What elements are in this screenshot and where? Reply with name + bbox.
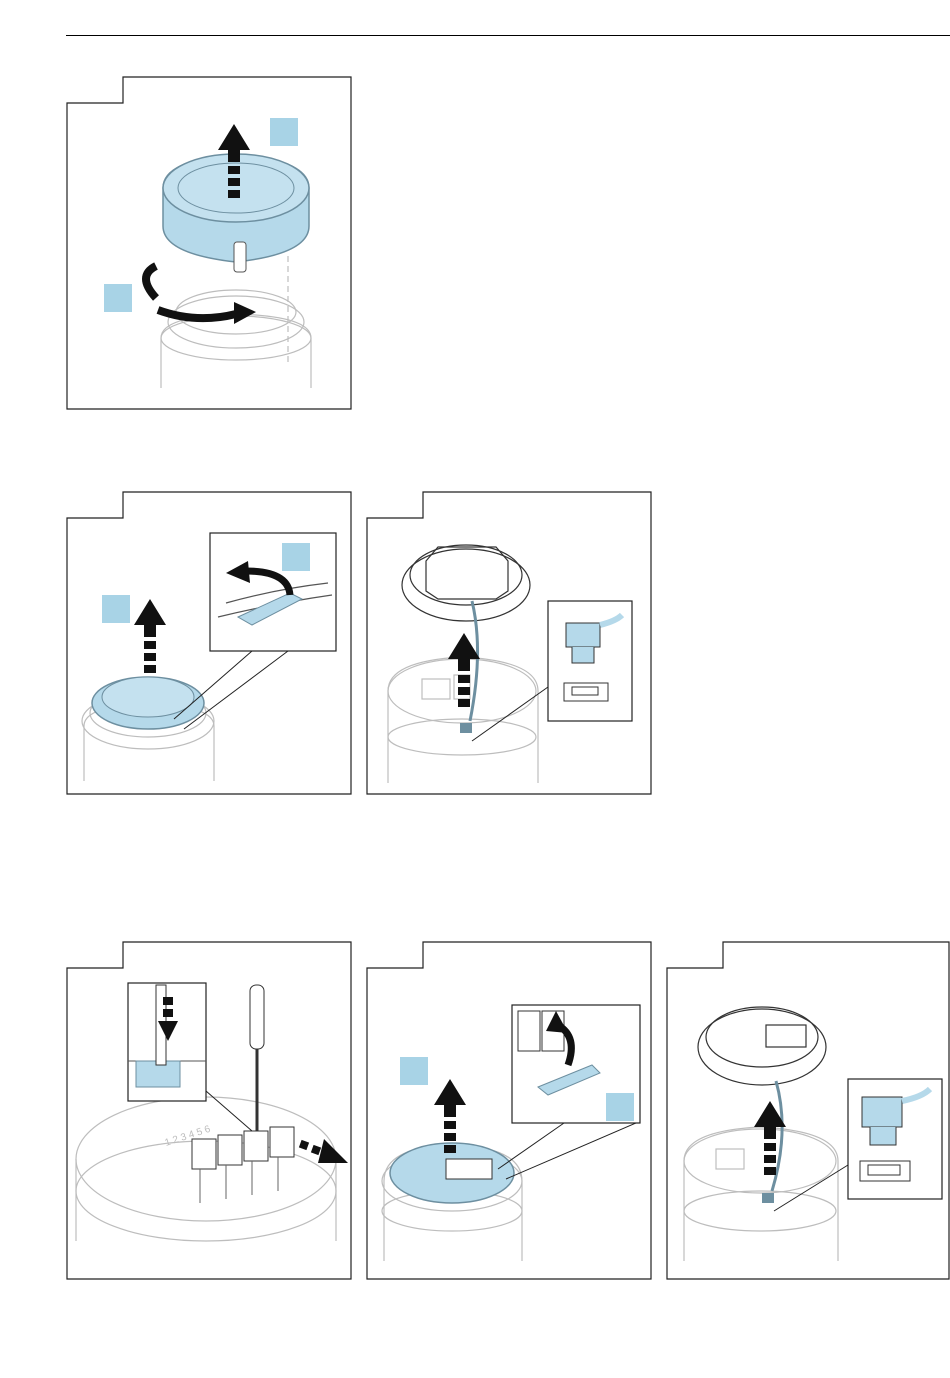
step-marker-2 [104,284,132,312]
figure-1 [66,76,352,410]
removed-module [698,1007,826,1085]
step-marker-1 [282,543,310,571]
step-marker-1 [270,118,298,146]
figure-4: 1 2 3 4 5 6 [66,941,352,1280]
figure-3 [366,491,652,795]
figure-2 [66,491,352,795]
removed-module [402,545,530,621]
step-marker-2 [102,595,130,623]
header-rule [66,35,950,36]
step-marker-1 [400,1057,428,1085]
figure-5 [366,941,652,1280]
figure-6 [666,941,950,1280]
step-marker-2 [606,1093,634,1121]
